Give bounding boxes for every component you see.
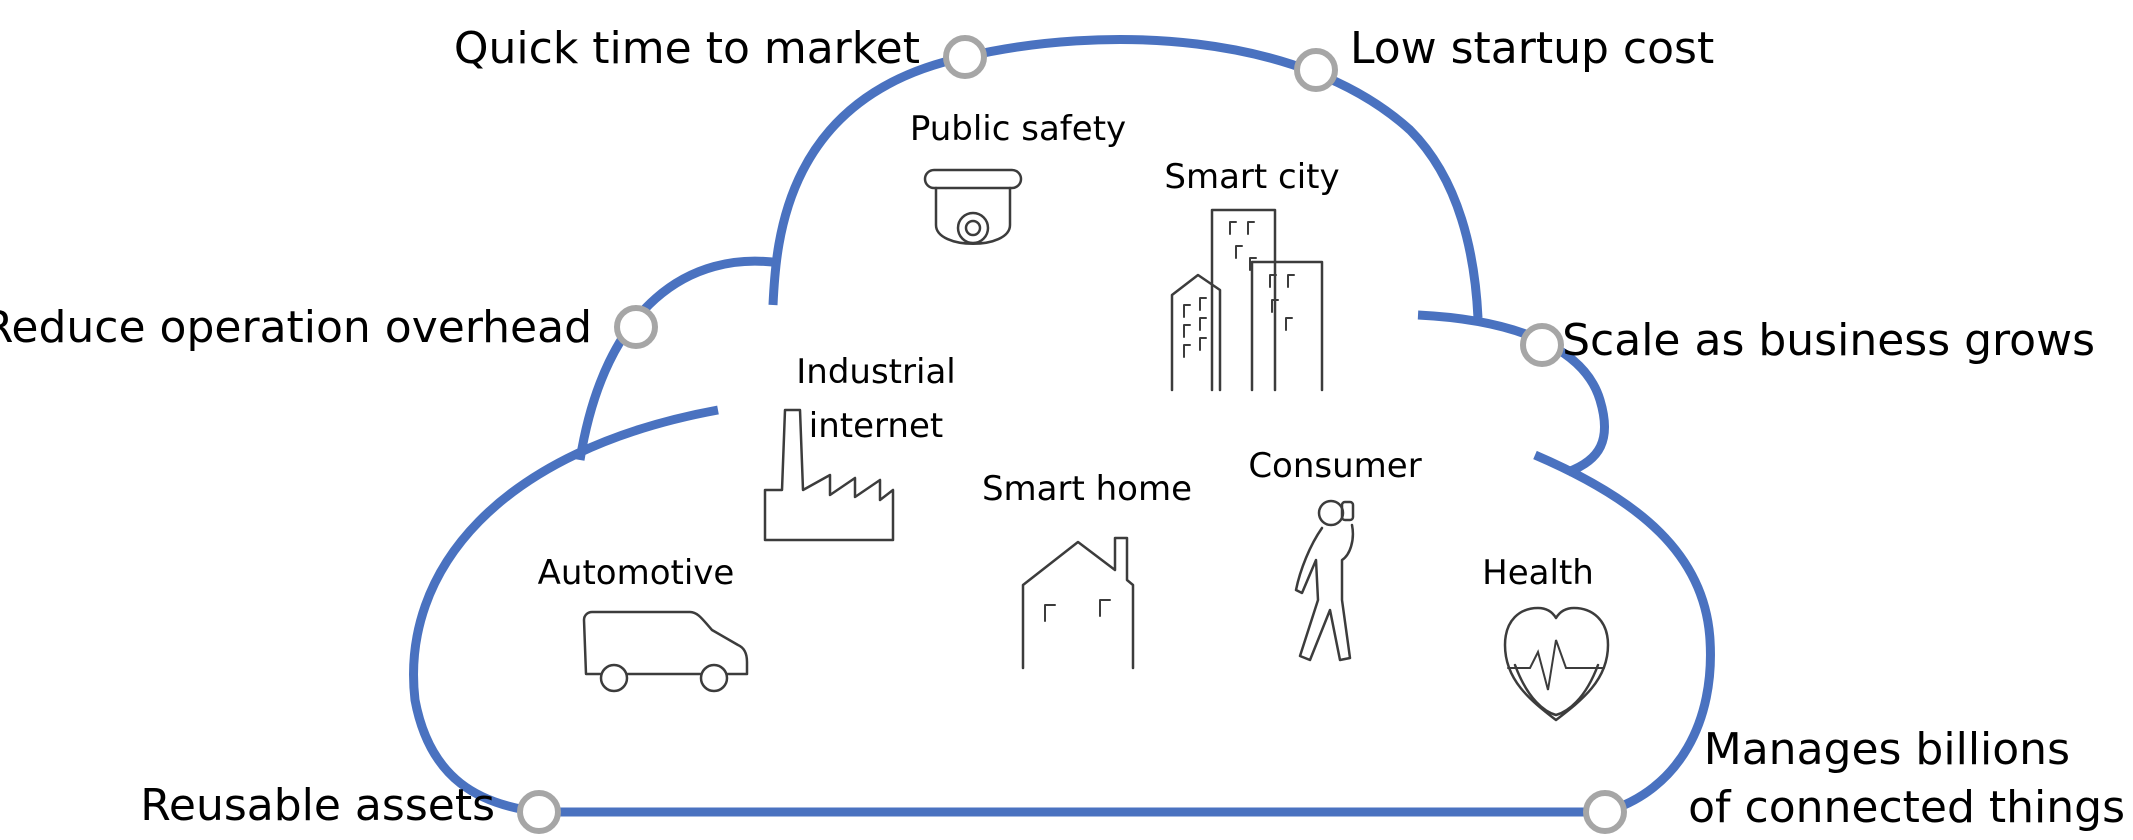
node-quick-time-to-market <box>943 35 987 79</box>
cloud-right-lobe <box>1533 450 1715 817</box>
label-public-safety: Public safety <box>910 109 1126 149</box>
cloud-left-lobe <box>575 256 781 461</box>
node-reduce-operation-overhead <box>614 305 658 349</box>
label-consumer: Consumer <box>1248 446 1421 486</box>
cloud-top-lobe <box>768 34 1483 319</box>
label-manages-billions-line1: Manages billions <box>1704 724 2070 775</box>
label-reusable-assets: Reusable assets <box>140 780 495 831</box>
node-scale-as-business-grows <box>1520 323 1564 367</box>
benefit-labels: Quick time to market Low startup cost Re… <box>0 23 2125 833</box>
security-camera-icon <box>923 168 1023 245</box>
label-industrial-line1: Industrial <box>796 352 955 392</box>
node-reusable-assets <box>517 790 561 834</box>
node-low-startup-cost <box>1294 48 1338 92</box>
heart-pulse-icon <box>1503 606 1610 722</box>
van-icon <box>582 610 749 693</box>
cloud-nodes <box>517 35 1627 834</box>
cloud-left-bottom-lobe <box>409 405 719 817</box>
label-quick-time-to-market: Quick time to market <box>454 23 920 74</box>
label-smart-home: Smart home <box>982 469 1192 509</box>
label-industrial-line2: internet <box>809 406 943 446</box>
label-manages-billions-line2: of connected things <box>1688 782 2125 833</box>
label-scale-as-business-grows: Scale as business grows <box>1562 315 2095 366</box>
factory-icon <box>763 408 895 542</box>
label-automotive: Automotive <box>538 553 735 593</box>
cloud-right-small-lobe <box>1417 310 1609 477</box>
house-icon <box>1021 536 1135 670</box>
cloud-outline <box>409 34 1715 817</box>
label-low-startup-cost: Low startup cost <box>1350 23 1714 74</box>
label-smart-city: Smart city <box>1164 157 1339 197</box>
node-manages-billions <box>1583 790 1627 834</box>
sector-labels: Public safety Smart city Industrial inte… <box>538 109 1594 593</box>
label-health: Health <box>1482 553 1594 593</box>
person-with-phone-icon <box>1294 499 1355 662</box>
city-buildings-icon <box>1170 208 1324 392</box>
label-reduce-operation-overhead: Reduce operation overhead <box>0 302 592 353</box>
